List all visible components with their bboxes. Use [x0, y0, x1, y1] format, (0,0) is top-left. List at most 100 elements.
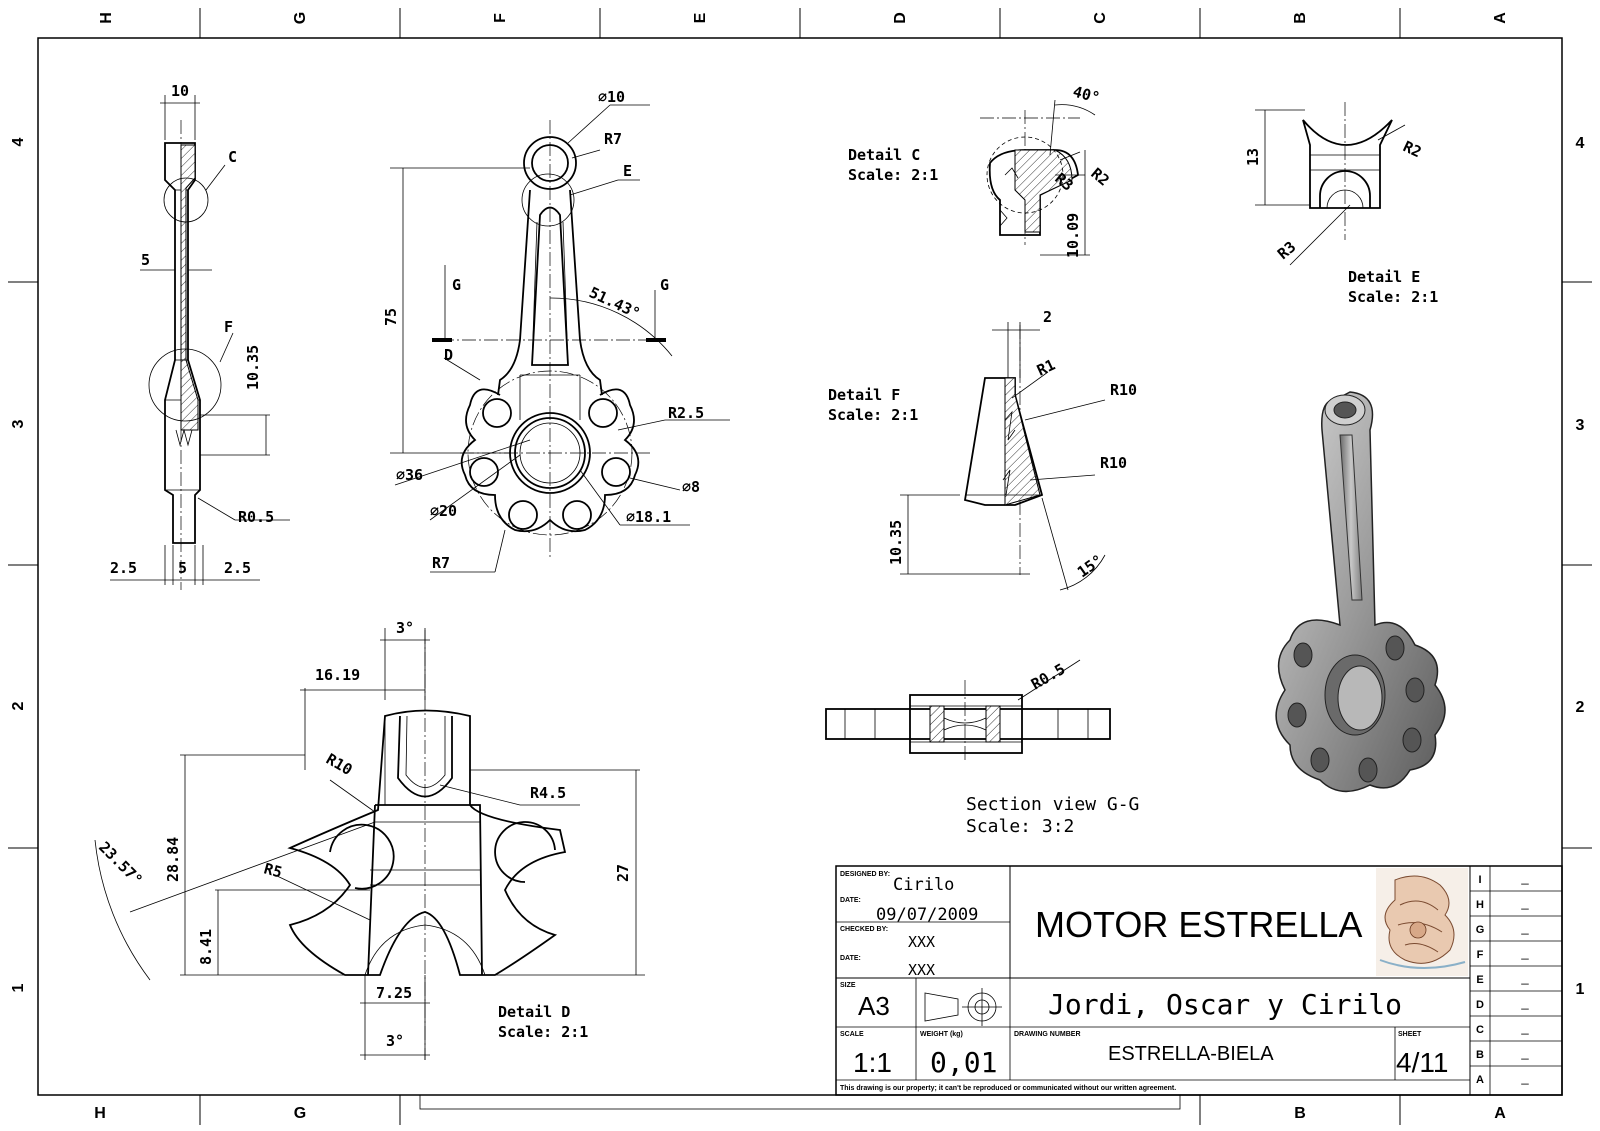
revision-letter-a: A: [1476, 1074, 1484, 1086]
revision-mark-d: _: [1520, 995, 1529, 1010]
detail-d-dim-28-84: 28.84: [164, 837, 182, 882]
col-label-bottom-a: A: [1494, 1105, 1506, 1122]
revision-letter-f: F: [1477, 949, 1484, 961]
side-dim-2-5-left: 2.5: [110, 559, 137, 577]
revision-letter-h: H: [1476, 899, 1484, 911]
detail-d-dim-27: 27: [614, 864, 632, 882]
detail-f-dim-r10-bottom: R10: [1100, 454, 1127, 472]
section-gg-title: Section view G-G: [966, 794, 1139, 815]
revision-letter-i: I: [1478, 874, 1481, 886]
row-label-right-2: 2: [1576, 699, 1585, 716]
detail-d-dim-r5: R5: [262, 859, 284, 881]
revision-mark-i: _: [1520, 870, 1529, 885]
col-label-top-d: D: [892, 12, 909, 24]
row-label-left-4: 4: [10, 137, 27, 146]
drawing-title: MOTOR ESTRELLA: [1035, 904, 1362, 945]
detail-d-dim-7-25: 7.25: [376, 984, 412, 1002]
date2-value: XXX: [908, 961, 935, 979]
detail-d-dim-3-bottom: 3°: [386, 1032, 404, 1050]
revision-letter-c: C: [1476, 1024, 1484, 1036]
revision-mark-c: _: [1520, 1020, 1529, 1035]
side-dim-10-35: 10.35: [244, 345, 262, 390]
size-value: A3: [858, 991, 890, 1021]
detail-d-title: Detail D: [498, 1003, 570, 1021]
date-label: DATE:: [840, 897, 861, 904]
revision-letter-b: B: [1476, 1049, 1484, 1061]
sheet-value: 4/11: [1396, 1047, 1448, 1078]
front-dim-r7-bottom: R7: [432, 554, 450, 572]
weight-value: 0,01: [930, 1046, 997, 1079]
revision-letter-d: D: [1476, 999, 1484, 1011]
revision-mark-e: _: [1520, 970, 1529, 985]
side-dim-5-bottom: 5: [178, 559, 187, 577]
detail-d-view: [94, 628, 645, 1060]
col-label-top-a: A: [1492, 12, 1509, 24]
scale-label: SCALE: [840, 1031, 864, 1038]
front-dim-r2-5: R2.5: [668, 404, 704, 422]
side-label-c: C: [228, 148, 237, 166]
front-dim-d36: ∅36: [396, 466, 423, 484]
front-dim-d20: ∅20: [430, 502, 457, 520]
front-label-e: E: [623, 162, 632, 180]
col-label-top-c: C: [1092, 12, 1109, 24]
front-dim-d10: ∅10: [598, 88, 625, 106]
detail-f-scale: Scale: 2:1: [828, 406, 918, 424]
revision-letter-e: E: [1476, 974, 1483, 986]
detail-f-dim-15: 15°: [1074, 551, 1107, 581]
revision-mark-f: _: [1520, 945, 1529, 960]
revision-mark-b: _: [1520, 1045, 1529, 1060]
detail-c-title: Detail C: [848, 146, 920, 164]
detail-d-dim-r4-5: R4.5: [530, 784, 566, 802]
row-label-left-2: 2: [10, 701, 27, 710]
detail-d-scale: Scale: 2:1: [498, 1023, 588, 1041]
sheet-label: SHEET: [1398, 1031, 1422, 1038]
detail-f-dim-2: 2: [1043, 308, 1052, 326]
detail-f-title: Detail F: [828, 386, 900, 404]
drawing-number-label: DRAWING NUMBER: [1014, 1031, 1081, 1038]
detail-f-dim-10-35: 10.35: [887, 520, 905, 565]
col-label-bottom-g: G: [294, 1105, 306, 1122]
front-dim-75: 75: [382, 308, 400, 326]
detail-e-dim-13: 13: [1244, 148, 1262, 166]
detail-c-dim-r2: R2: [1087, 164, 1112, 189]
date-value: 09/07/2009: [876, 905, 978, 925]
detail-d-dim-23-57: 23.57°: [95, 838, 146, 889]
authors: Jordi, Oscar y Cirilo: [1048, 988, 1402, 1021]
col-label-bottom-h: H: [94, 1105, 106, 1122]
front-label-d: D: [444, 346, 453, 364]
col-label-top-h: H: [98, 12, 115, 24]
section-gg-view: [825, 659, 1111, 762]
detail-d-dim-3-top: 3°: [396, 619, 414, 637]
detail-c-dim-10-09: 10.09: [1064, 213, 1082, 258]
title-block: [835, 865, 1563, 1096]
legal-footer: This drawing is our property; it can't b…: [840, 1085, 1176, 1092]
revision-mark-g: _: [1520, 920, 1529, 935]
size-label: SIZE: [840, 982, 856, 989]
detail-f-dim-r10-top: R10: [1110, 381, 1137, 399]
front-label-g-right: G: [660, 276, 669, 294]
detail-e-title: Detail E: [1348, 268, 1420, 286]
drawing-number-value: ESTRELLA-BIELA: [1108, 1043, 1274, 1065]
company-logo: [1376, 868, 1468, 976]
checked-by-value: XXX: [908, 933, 935, 951]
designed-by-value: Cirilo: [893, 875, 954, 895]
side-dim-10: 10: [171, 82, 189, 100]
section-gg-scale: Scale: 3:2: [966, 816, 1074, 837]
detail-d-dim-16-19: 16.19: [315, 666, 360, 684]
date2-label: DATE:: [840, 955, 861, 962]
front-label-g-left: G: [452, 276, 461, 294]
checked-by-label: CHECKED BY:: [840, 926, 888, 933]
row-label-left-3: 3: [10, 419, 27, 428]
side-dim-2-5-right: 2.5: [224, 559, 251, 577]
row-label-left-1: 1: [10, 983, 27, 992]
revision-letter-g: G: [1476, 924, 1485, 936]
col-label-top-b: B: [1292, 12, 1309, 24]
detail-e-view: [1255, 102, 1406, 266]
section-gg-dim-r0-5: R0.5: [1028, 660, 1068, 694]
detail-c-scale: Scale: 2:1: [848, 166, 938, 184]
revision-mark-a: _: [1520, 1070, 1529, 1085]
row-label-right-1: 1: [1576, 981, 1585, 998]
isometric-3d-view: [1275, 391, 1446, 793]
detail-e-scale: Scale: 2:1: [1348, 288, 1438, 306]
